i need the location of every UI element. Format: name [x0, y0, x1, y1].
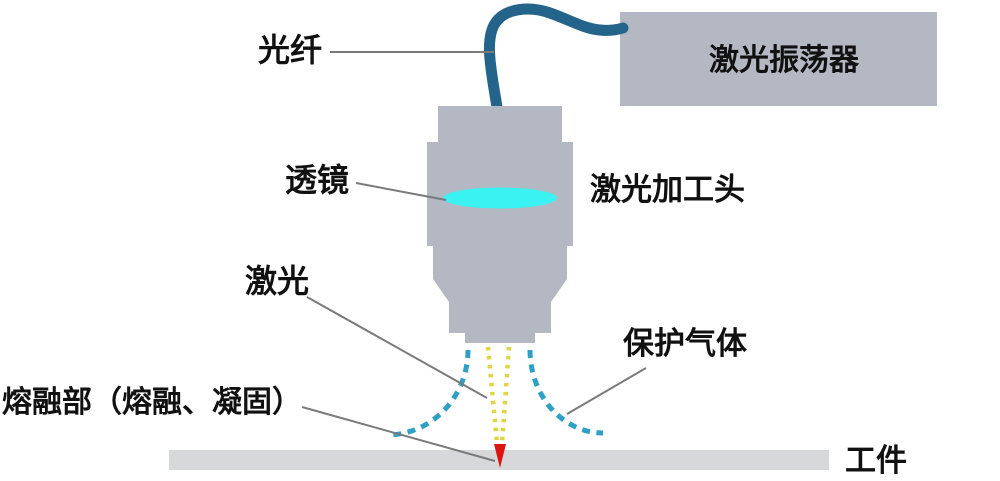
melt-point-arrow: [494, 444, 506, 468]
laser-leader-line: [306, 296, 488, 399]
shielding-gas-left-arc: [386, 349, 471, 438]
processing-head-label: 激光加工头: [590, 172, 745, 207]
oscillator-box: [620, 12, 937, 106]
melt-zone-label: 熔融部（熔融、凝固）: [2, 385, 302, 419]
laser-beam-left-line: [485, 346, 500, 444]
lens-leader-line: [355, 182, 447, 201]
lens-ellipse: [443, 187, 557, 209]
shielding-gas-leader-line: [566, 367, 647, 415]
oscillator-label: 激光振荡器: [709, 44, 860, 77]
optical-fiber-cable: [483, 3, 629, 113]
fiber-label: 光纤: [258, 32, 322, 68]
shielding-gas-right-arc: [527, 349, 604, 436]
shielding-gas-label: 保护气体: [623, 326, 747, 361]
processing-head-body: [427, 106, 573, 343]
workpiece-label: 工件: [845, 443, 907, 478]
lens-label: 透镜: [285, 162, 349, 198]
melt-zone-leader-line: [301, 406, 496, 462]
laser-beam-label: 激光: [245, 263, 309, 299]
laser-beam-right-line: [499, 346, 512, 444]
